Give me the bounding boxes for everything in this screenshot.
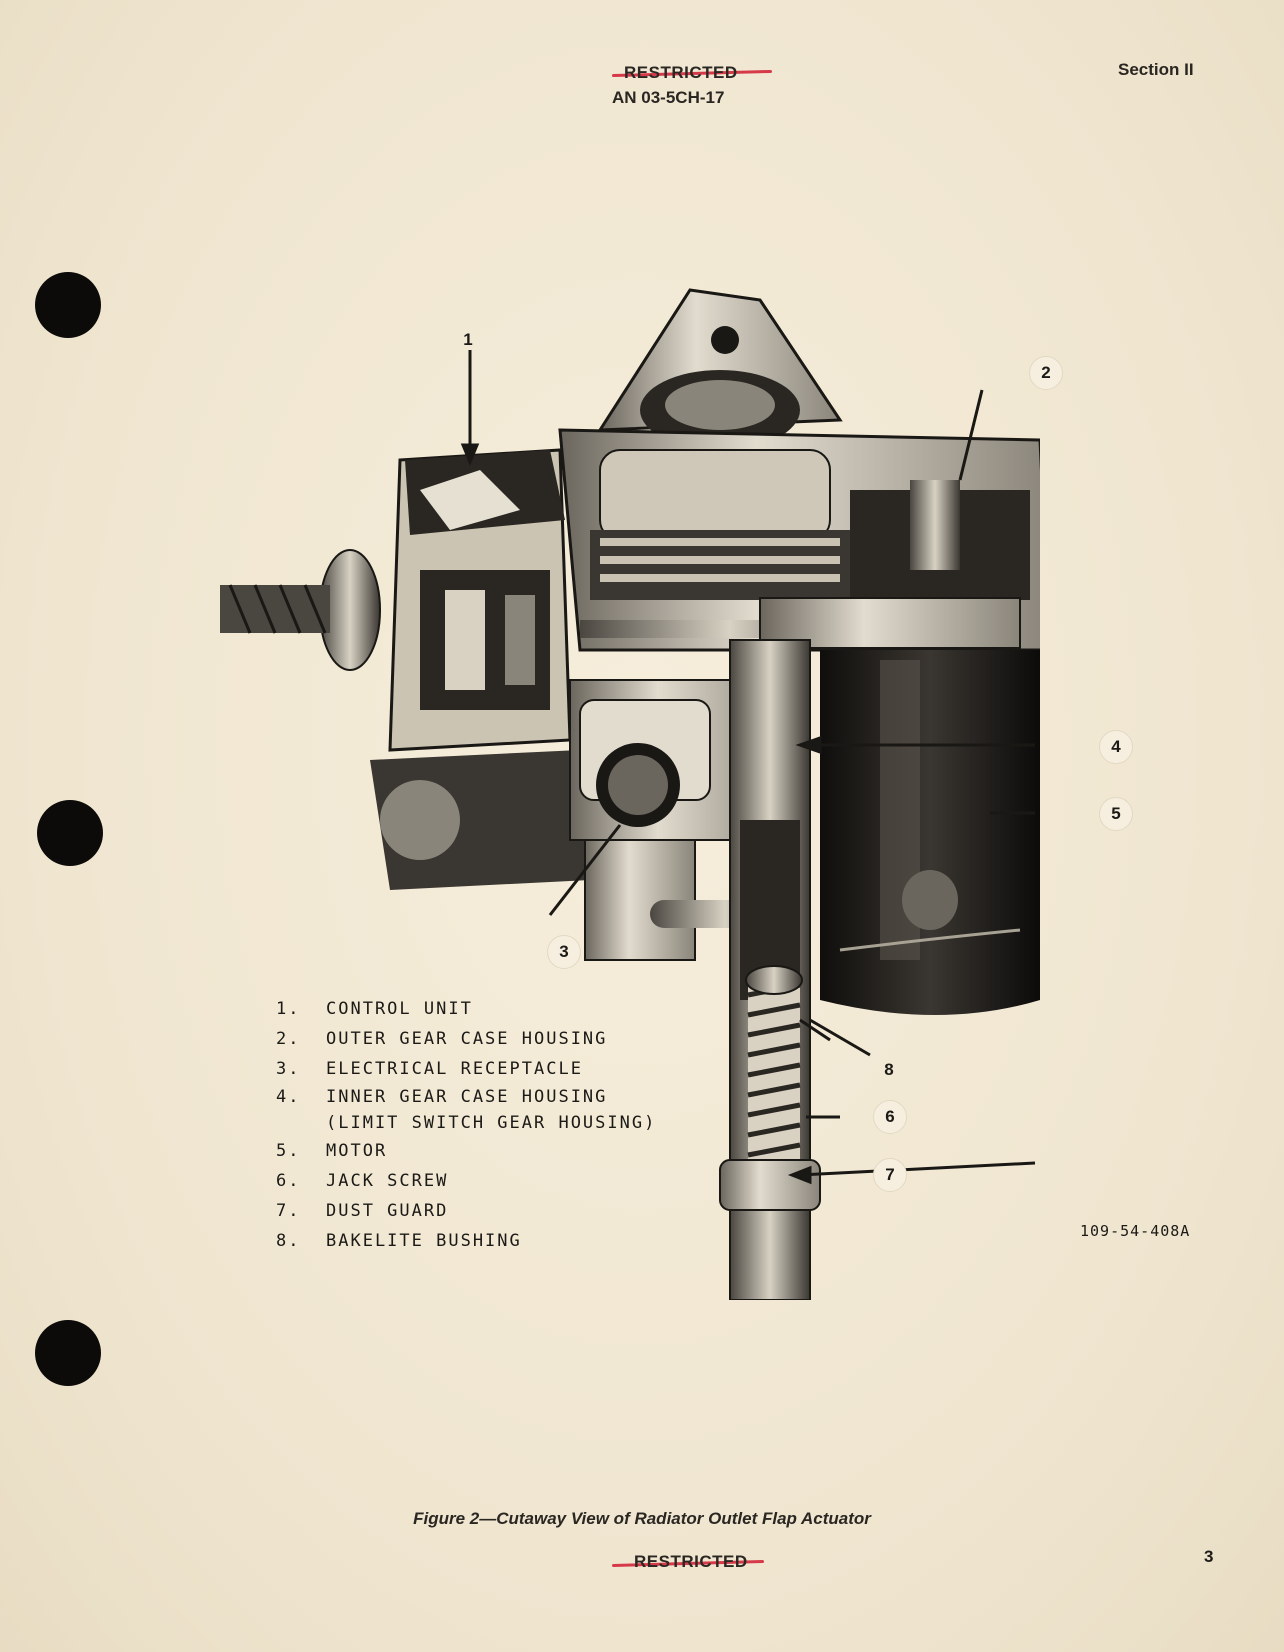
legend-text: INNER GEAR CASE HOUSING <box>326 1087 608 1107</box>
legend-number: 7. <box>276 1201 301 1221</box>
binder-hole-bottom <box>35 1320 101 1386</box>
page-number: 3 <box>1204 1547 1214 1566</box>
legend-item: 8. BAKELITE BUSHING <box>276 1226 656 1256</box>
callout-8: 8 <box>884 1060 894 1079</box>
legend-text: CONTROL UNIT <box>326 999 473 1019</box>
legend-item: 3. ELECTRICAL RECEPTACLE <box>276 1054 656 1084</box>
header-classification: RESTRICTED <box>624 63 738 82</box>
legend-item: 6. JACK SCREW <box>276 1166 656 1196</box>
figure-legend: 1. CONTROL UNIT 2. OUTER GEAR CASE HOUSI… <box>276 994 656 1256</box>
legend-number: 8. <box>276 1231 301 1251</box>
callout-7: 7 <box>873 1158 907 1192</box>
legend-item-continuation: (LIMIT SWITCH GEAR HOUSING) <box>276 1110 656 1136</box>
legend-item: 4. INNER GEAR CASE HOUSING <box>276 1084 656 1110</box>
figure-caption: Figure 2—Cutaway View of Radiator Outlet… <box>413 1509 871 1528</box>
legend-text: DUST GUARD <box>326 1201 449 1221</box>
callout-2: 2 <box>1029 356 1063 390</box>
figure-code: 109-54-408A <box>1080 1222 1191 1240</box>
legend-number: 6. <box>276 1171 301 1191</box>
callout-5: 5 <box>1099 797 1133 831</box>
actuator-illustration <box>220 288 1040 1300</box>
callout-3: 3 <box>547 935 581 969</box>
legend-text: (LIMIT SWITCH GEAR HOUSING) <box>326 1113 657 1133</box>
footer-classification: RESTRICTED <box>634 1552 748 1571</box>
callout-4: 4 <box>1099 730 1133 764</box>
binder-hole-middle <box>37 800 103 866</box>
legend-item: 1. CONTROL UNIT <box>276 994 656 1024</box>
legend-number: 5. <box>276 1141 301 1161</box>
legend-text: JACK SCREW <box>326 1171 449 1191</box>
callout-6: 6 <box>873 1100 907 1134</box>
legend-item: 7. DUST GUARD <box>276 1196 656 1226</box>
callout-1: 1 <box>463 330 473 349</box>
legend-text: OUTER GEAR CASE HOUSING <box>326 1029 608 1049</box>
legend-number: 3. <box>276 1059 301 1079</box>
legend-number: 1. <box>276 999 301 1019</box>
section-label: Section II <box>1118 60 1194 79</box>
legend-item: 5. MOTOR <box>276 1136 656 1166</box>
legend-number: 4. <box>276 1087 301 1107</box>
legend-text: MOTOR <box>326 1141 388 1161</box>
legend-number: 2. <box>276 1029 301 1049</box>
legend-text: ELECTRICAL RECEPTACLE <box>326 1059 583 1079</box>
legend-item: 2. OUTER GEAR CASE HOUSING <box>276 1024 656 1054</box>
document-number: AN 03-5CH-17 <box>612 88 725 107</box>
binder-hole-top <box>35 272 101 338</box>
legend-text: BAKELITE BUSHING <box>326 1231 522 1251</box>
